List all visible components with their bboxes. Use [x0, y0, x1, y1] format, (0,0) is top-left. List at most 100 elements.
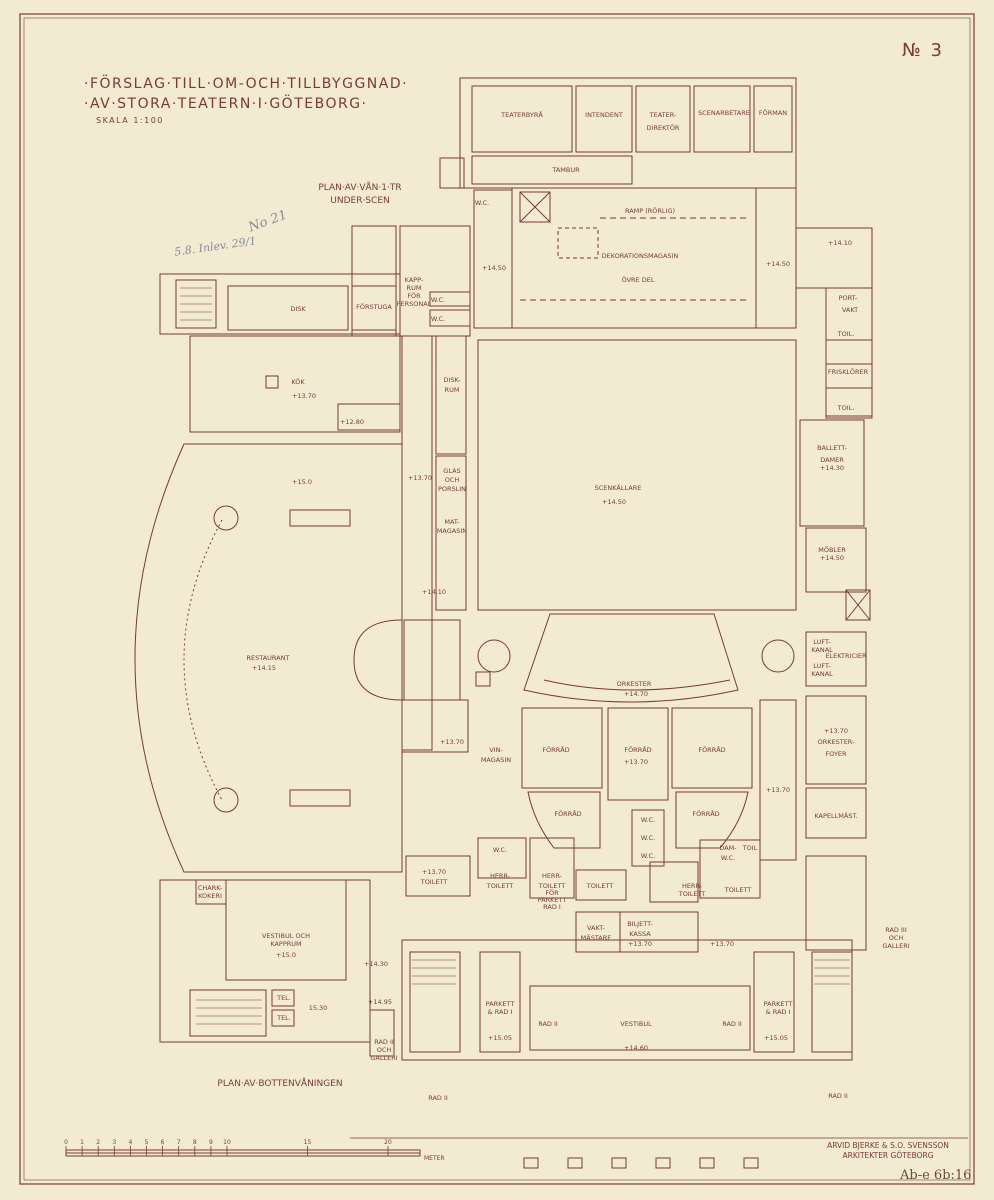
column-bases: [523, 1157, 759, 1169]
architects-line2: ARKITEKTER GÖTEBORG: [842, 1151, 933, 1160]
room-label: DEKORATIONSMAGASIN: [602, 252, 679, 260]
room-label: FÖRRÅD: [692, 809, 719, 818]
room-label: FÖRRÅD: [554, 809, 581, 818]
level-mark: +14.10: [828, 239, 852, 247]
level-mark: +14.60: [624, 1044, 648, 1052]
room-label: ELEKTRICIER: [825, 652, 867, 660]
scale-tick-label: 9: [209, 1139, 213, 1146]
room-label: KANAL: [811, 670, 833, 678]
room-label: RAD II: [428, 1094, 448, 1102]
room-label: VAKT: [842, 306, 858, 314]
level-mark: +13.70: [422, 868, 446, 876]
room-label: PARKETT: [764, 1000, 793, 1008]
room-label: FÖRRÅD: [698, 745, 725, 754]
room-label: LUFT-: [813, 638, 831, 646]
room-label: TOILETT: [586, 882, 614, 890]
room-label: GALLERI: [370, 1054, 397, 1062]
archive-reference: Ab-e 6b:16: [900, 1168, 972, 1183]
room-label: CHARK-: [198, 884, 223, 892]
level-mark: +14.15: [252, 664, 276, 672]
scale-tick-label: 0: [64, 1139, 68, 1146]
room-label: W.C.: [475, 199, 489, 207]
room-label: HERR-: [682, 882, 703, 890]
scale-tick-label: 15: [304, 1139, 312, 1146]
room-label: TOILETT: [724, 886, 752, 894]
room-label: RUM: [445, 386, 460, 394]
room-label: W.C.: [641, 834, 655, 842]
architects-line1: ARVID BJERKE & S.O. SVENSSON: [827, 1141, 949, 1150]
level-mark: +14.70: [624, 690, 648, 698]
room-label: RAD II: [722, 1020, 742, 1028]
scale-tick-label: 6: [161, 1139, 165, 1146]
room-label: KAPELLMÄST.: [814, 811, 857, 820]
room-label: DAM-: [719, 844, 737, 852]
room-labels: TEATERBYRÅ INTENDENT TEATER- DIREKTÖR SC…: [198, 108, 910, 1102]
room-label: GLAS: [443, 467, 460, 475]
room-label: RAD II: [538, 1020, 558, 1028]
room-label: W.C.: [493, 846, 507, 854]
room-label: BALLETT-: [817, 444, 847, 452]
room-label: SCENKÄLLARE: [595, 483, 642, 492]
room-label: ORKESTER: [617, 680, 652, 688]
scale-tick-label: 2: [96, 1139, 100, 1146]
room-label: HERR-: [490, 872, 511, 880]
room-label: KASSA: [629, 930, 651, 938]
level-mark: +14.30: [364, 960, 388, 968]
room-label: W.C.: [721, 854, 735, 862]
level-mark: +13.70: [628, 940, 652, 948]
room-label: TOILETT: [420, 878, 448, 886]
room-label: FÖRRÅD: [624, 745, 651, 754]
level-mark: +14.50: [602, 498, 626, 506]
scale-tick-label: 10: [223, 1139, 231, 1146]
room-label: MAGASIN: [437, 527, 467, 535]
room-label: FOYER: [825, 750, 847, 758]
level-mark: +14.50: [820, 554, 844, 562]
level-mark: +14.50: [766, 260, 790, 268]
scale-tick-label: 4: [128, 1139, 132, 1146]
level-mark: +13.70: [408, 474, 432, 482]
plan-title-upper: PLAN·AV·VÅN·1·TR: [318, 181, 401, 193]
scale-tick-label: 7: [177, 1139, 181, 1146]
room-label: TEATER-: [649, 111, 677, 119]
level-mark: +13.70: [824, 727, 848, 735]
level-mark: +13.70: [624, 758, 648, 766]
room-label: ORKESTER-: [818, 738, 855, 746]
room-label: HERR-: [542, 872, 563, 880]
title-line2: ·AV·STORA·TEATERN·I·GÖTEBORG·: [84, 96, 368, 112]
room-label: RAD III: [885, 926, 907, 934]
room-label: KAPPRUM: [270, 940, 301, 948]
room-label: FÖR: [407, 291, 421, 300]
level-mark: +15.0: [292, 478, 312, 486]
room-label: DIREKTÖR: [647, 123, 680, 132]
room-label: INTENDENT: [585, 111, 623, 119]
title-line1: ·FÖRSLAG·TILL·OM-OCH·TILLBYGGNAD·: [84, 76, 409, 92]
room-label: GALLERI: [882, 942, 909, 950]
room-label: KOKERI: [198, 892, 222, 900]
room-label: RESTAURANT: [247, 654, 290, 662]
level-mark: 15.30: [309, 1004, 328, 1012]
room-label: KÖK: [291, 377, 305, 386]
room-label: TOILETT: [678, 890, 706, 898]
room-label: TOILETT: [538, 882, 566, 890]
level-mark: +15.0: [276, 951, 296, 959]
room-label: OCH: [445, 476, 460, 484]
room-label: DISK-: [444, 376, 462, 384]
plan-title-upper-sub: UNDER·SCEN: [330, 196, 389, 206]
room-label: TEATERBYRÅ: [500, 110, 543, 119]
room-label: BILJETT-: [627, 920, 653, 928]
sheet-border-inner: [23, 17, 971, 1181]
scale-unit: METER: [424, 1155, 445, 1162]
room-label: LUFT-: [813, 662, 831, 670]
room-label: RAMP (RÖRLIG): [625, 206, 675, 215]
scale-tick-label: 1: [80, 1139, 84, 1146]
room-label: VIN-: [489, 746, 503, 754]
level-mark: +14.95: [368, 998, 392, 1006]
room-label: PORSLIN: [438, 485, 466, 493]
room-label: RAD I: [543, 903, 561, 911]
level-mark: +13.70: [710, 940, 734, 948]
room-label: W.C.: [431, 315, 445, 323]
stairs: [180, 287, 850, 1025]
scale-tick-label: 5: [145, 1139, 149, 1146]
